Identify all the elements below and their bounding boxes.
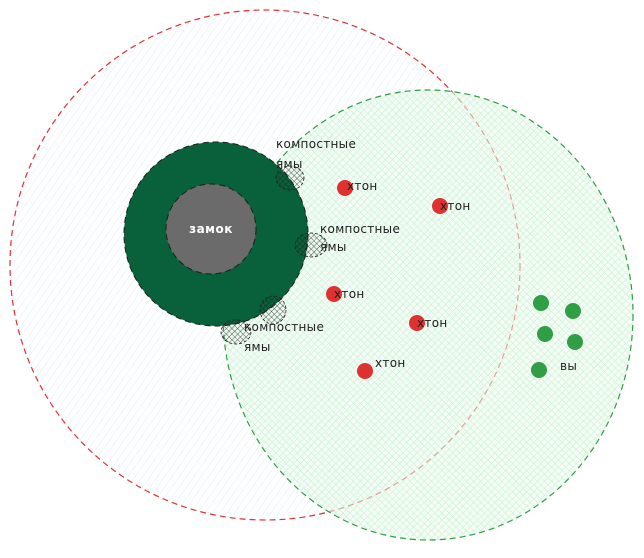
compost-pits-label-3: компостные ямы [244, 320, 328, 354]
you-dot [531, 362, 547, 378]
you-dot [565, 303, 581, 319]
chthon-dot [337, 180, 353, 196]
chthon-dot [357, 363, 373, 379]
chthon-label: хтон [440, 199, 470, 213]
compost-pit-3 [259, 295, 287, 325]
compost-pit-1 [275, 165, 305, 191]
compost-pit-2 [294, 232, 328, 258]
you-group: вы [531, 295, 583, 378]
compost-pits-label-2: компостные ямы [320, 222, 404, 254]
chthon-group: хтон хтон хтон хтон хтон [326, 179, 470, 379]
you-dot [533, 295, 549, 311]
castle: замок [165, 183, 257, 275]
you-label: вы [560, 359, 577, 373]
chthon-dot [409, 315, 425, 331]
you-dot [567, 334, 583, 350]
chthon-label: хтон [334, 287, 364, 301]
chthon-dot [326, 286, 342, 302]
compost-pits-label-1: компостные ямы [276, 137, 360, 171]
green-dashed-zone [222, 89, 634, 541]
chthon-label: хтон [347, 179, 377, 193]
compost-pit-4 [220, 319, 252, 345]
chthon-label: хтон [375, 356, 405, 370]
chthon-dot [432, 198, 448, 214]
castle-label: замок [189, 222, 233, 236]
chthon-label: хтон [417, 316, 447, 330]
you-dot [537, 326, 553, 342]
